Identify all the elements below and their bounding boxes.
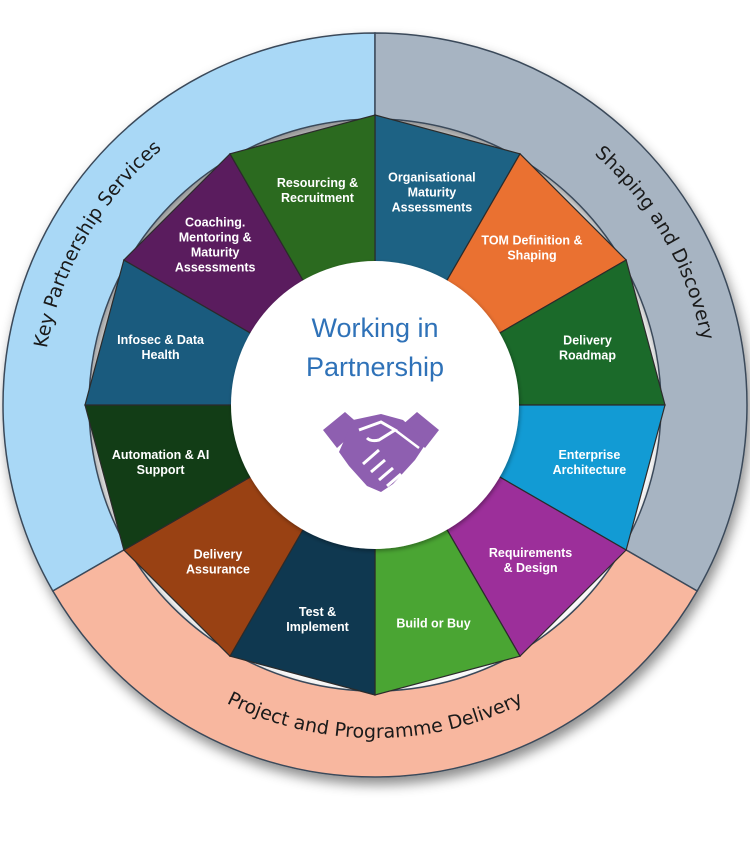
segment-label-test-implement: Implement	[286, 620, 349, 634]
segment-label-build-or-buy: Build or Buy	[396, 616, 470, 630]
segment-label-organisational-maturity-assessments: Maturity	[408, 186, 457, 200]
segment-label-organisational-maturity-assessments: Organisational	[388, 171, 476, 185]
segment-label-delivery-roadmap: Roadmap	[559, 349, 616, 363]
segment-label-requirements-design: Requirements	[489, 546, 572, 560]
center-hub: Working in Partnership	[231, 261, 519, 549]
segment-label-delivery-assurance: Assurance	[186, 563, 250, 577]
segment-label-coaching-mentoring-maturity-assessments: Assessments	[175, 261, 256, 275]
segment-label-delivery-assurance: Delivery	[194, 548, 243, 562]
center-title-line-2: Partnership	[306, 352, 444, 382]
segment-label-requirements-design: & Design	[504, 561, 558, 575]
segment-label-enterprise-architecture: Architecture	[553, 463, 627, 477]
outer-band-key-partnership-services	[2, 32, 376, 593]
segment-label-test-implement: Test &	[299, 605, 336, 619]
segment-label-delivery-roadmap: Delivery	[563, 334, 612, 348]
segment-label-tom-definition-shaping: Shaping	[507, 249, 556, 263]
outer-ring	[2, 32, 748, 778]
center-circle	[231, 261, 519, 549]
segment-label-enterprise-architecture: Enterprise	[558, 448, 620, 462]
center-title-line-1: Working in	[311, 313, 438, 343]
segment-label-coaching-mentoring-maturity-assessments: Maturity	[191, 246, 240, 260]
segment-label-resourcing-recruitment: Recruitment	[281, 191, 355, 205]
segment-label-resourcing-recruitment: Resourcing &	[277, 176, 358, 190]
segment-label-infosec-data-health: Health	[141, 348, 179, 362]
segment-label-organisational-maturity-assessments: Assessments	[392, 201, 473, 215]
segment-label-automation-ai-support: Support	[137, 463, 186, 477]
outer-band-shaping-and-discovery	[374, 32, 748, 593]
segment-label-coaching-mentoring-maturity-assessments: Coaching.	[185, 216, 245, 230]
segment-label-automation-ai-support: Automation & AI	[112, 448, 209, 462]
handshake-icon	[323, 412, 439, 492]
outer-band-project-and-programme-delivery	[51, 546, 699, 778]
segment-label-tom-definition-shaping: TOM Definition &	[481, 234, 582, 248]
segment-label-coaching-mentoring-maturity-assessments: Mentoring &	[179, 231, 252, 245]
segment-label-infosec-data-health: Infosec & Data	[117, 333, 205, 347]
